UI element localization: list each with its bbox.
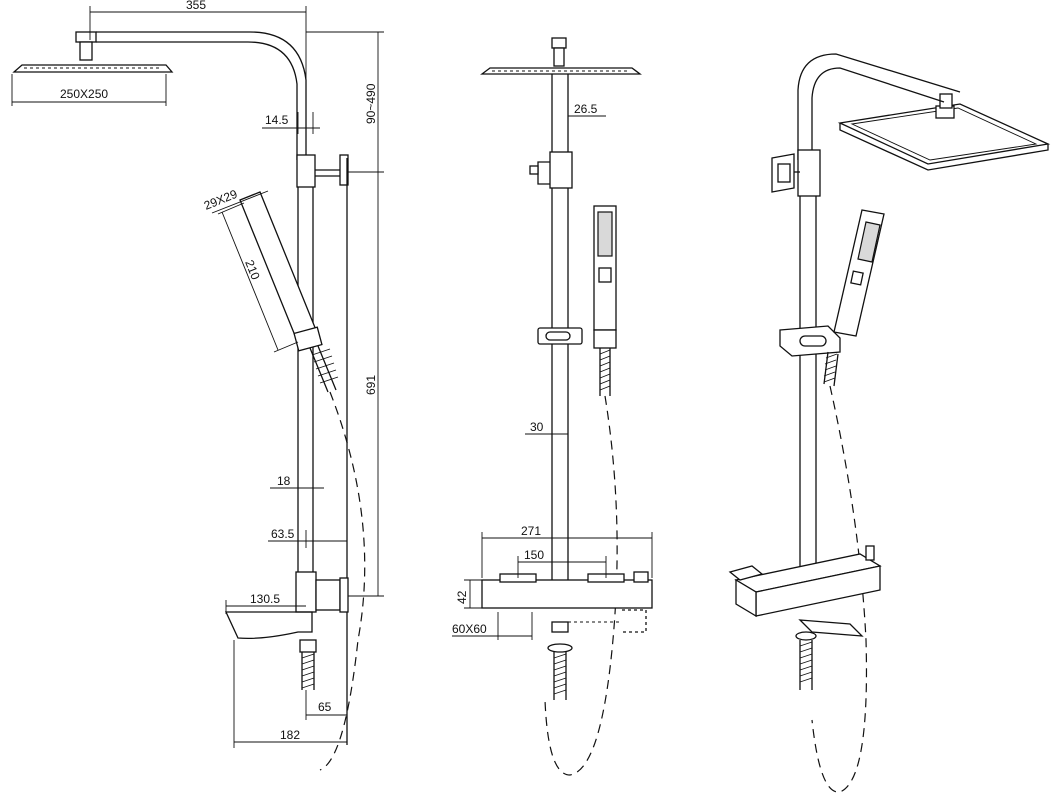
hand-shower-perspective xyxy=(823,209,885,387)
label-lower-tube: 18 xyxy=(277,474,291,488)
label-spout-length: 130.5 xyxy=(250,592,280,606)
dimension-body-width: 271 xyxy=(481,524,653,578)
dimension-body-height: 42 xyxy=(455,579,482,609)
dimension-rise: 90~490 xyxy=(306,31,384,173)
side-view: 355 250X250 90~490 14.5 29X29 xyxy=(11,0,384,771)
label-head-size: 250X250 xyxy=(60,87,108,101)
label-valve-spacing: 150 xyxy=(524,548,544,562)
label-arm-length: 355 xyxy=(186,0,206,12)
hand-shower-side xyxy=(239,191,339,393)
label-body-width: 271 xyxy=(521,524,541,538)
shower-rail-perspective xyxy=(771,149,821,570)
label-rise: 90~490 xyxy=(364,83,378,124)
label-handset-length: 210 xyxy=(242,258,263,282)
slide-bracket-perspective xyxy=(779,325,841,357)
shower-arm-side xyxy=(96,31,307,160)
rain-shower-head-side xyxy=(12,31,174,73)
front-view: 26.5 30 271 150 42 60X60 xyxy=(452,37,653,776)
hose-side xyxy=(319,391,366,771)
label-handset-section: 29X29 xyxy=(202,187,240,213)
label-body-height: 42 xyxy=(455,590,469,604)
slide-bracket-front xyxy=(537,327,583,345)
dimension-head-size: 250X250 xyxy=(11,74,167,106)
hand-shower-front xyxy=(593,205,617,396)
dimension-valve-spacing: 150 xyxy=(517,548,607,578)
label-rail-lower: 30 xyxy=(530,420,544,434)
dimension-height: 691 xyxy=(348,172,384,597)
dimension-spout-total: 182 xyxy=(233,640,347,748)
rain-shower-head-perspective xyxy=(837,93,1051,171)
mixer-side xyxy=(224,571,349,690)
dimension-offset: 63.5 xyxy=(268,527,347,548)
label-rail-front: 26.5 xyxy=(574,102,598,116)
dimension-spout-tip: 65 xyxy=(305,690,347,720)
label-spout-total: 182 xyxy=(280,728,300,742)
dimension-handset-length: 210 xyxy=(217,202,299,353)
label-spout-tip: 65 xyxy=(318,700,332,714)
rain-shower-head-front xyxy=(480,37,642,75)
dimension-lower-tube: 18 xyxy=(270,474,324,489)
dimension-tube-side: 14.5 xyxy=(262,112,320,134)
perspective-view xyxy=(728,53,1051,793)
shower-arm-perspective xyxy=(797,53,961,160)
label-offset: 63.5 xyxy=(271,527,295,541)
hose-front xyxy=(544,395,618,776)
mixer-perspective xyxy=(728,545,882,690)
dimension-inlet-size: 60X60 xyxy=(452,612,533,640)
shower-rail-side xyxy=(296,154,349,572)
dimension-arm-length: 355 xyxy=(89,0,307,80)
label-tube-side: 14.5 xyxy=(265,113,289,127)
dimension-rail-front: 26.5 xyxy=(568,102,606,117)
dimension-spout-length: 130.5 xyxy=(225,592,306,614)
dimension-rail-lower: 30 xyxy=(525,420,568,435)
label-height: 691 xyxy=(364,375,378,395)
label-inlet-size: 60X60 xyxy=(452,622,487,636)
